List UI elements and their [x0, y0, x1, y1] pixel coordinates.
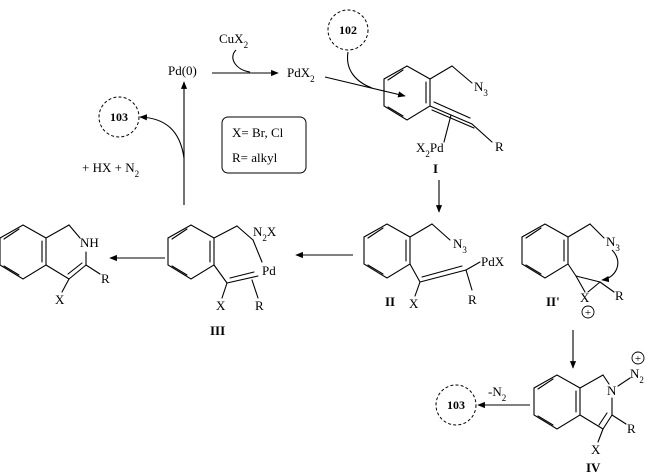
svg-text:X: X: [216, 298, 226, 313]
svg-text:X: X: [591, 442, 601, 457]
svg-text:N2: N2: [630, 366, 644, 385]
arrow-102-in: [346, 51, 373, 89]
arrow-cux2-in: [232, 49, 251, 73]
svg-text:103: 103: [110, 110, 128, 124]
pd0-label: Pd(0): [168, 63, 197, 78]
intermediate-III: N2X Pd X R III: [167, 224, 277, 338]
ref-103-bottom-circle: 103: [435, 384, 477, 426]
pdx2-label: PdX2: [287, 65, 315, 84]
intermediate-II: N3 PdX X R II: [363, 223, 505, 311]
svg-text:Pd(0): Pd(0): [168, 63, 197, 78]
product-isoquinoline: NH X R: [0, 224, 110, 307]
svg-text:+ HX + N2: + HX + N2: [82, 160, 139, 179]
ref-102-circle: 102: [327, 9, 369, 51]
svg-text:+: +: [585, 307, 591, 319]
svg-text:X2Pd: X2Pd: [416, 140, 444, 159]
svg-text:R: R: [615, 288, 624, 303]
svg-text:NH: NH: [80, 235, 99, 250]
svg-text:I: I: [433, 161, 438, 176]
svg-text:Pd: Pd: [262, 263, 276, 278]
legend-x: X= Br, Cl: [232, 125, 284, 140]
svg-text:CuX2: CuX2: [219, 31, 248, 50]
svg-text:III: III: [210, 323, 225, 338]
intermediate-I: N3 R X2Pd I: [383, 65, 504, 176]
svg-text:103: 103: [447, 398, 465, 412]
svg-text:N2X: N2X: [253, 224, 277, 243]
svg-text:N: N: [607, 383, 617, 398]
svg-text:II: II: [385, 294, 395, 309]
svg-text:R: R: [495, 139, 504, 154]
arrow-pdx2-to-I: [324, 76, 406, 98]
svg-text:+: +: [635, 353, 641, 365]
svg-text:R: R: [255, 298, 264, 313]
legend-r: R= alkyl: [232, 150, 278, 165]
svg-text:R: R: [101, 271, 110, 286]
arrow-to-103-top: [139, 114, 185, 159]
svg-text:R: R: [627, 421, 636, 436]
cux2-reagent: CuX2: [219, 31, 248, 50]
intermediate-IIp: N3 X R + II': [521, 223, 624, 319]
intermediate-IV: N N2 + X R IV: [533, 351, 645, 475]
svg-text:N3: N3: [453, 236, 467, 255]
svg-text:R: R: [468, 292, 477, 307]
svg-text:X: X: [55, 292, 65, 307]
svg-text:-N2: -N2: [488, 384, 506, 403]
svg-text:102: 102: [339, 23, 357, 37]
byproducts-label: + HX + N2: [82, 160, 139, 179]
svg-text:II': II': [546, 294, 560, 309]
substituent-legend: X= Br, Cl R= alkyl: [221, 116, 307, 174]
svg-text:X: X: [409, 296, 419, 311]
minus-n2-label: -N2: [488, 384, 506, 403]
svg-text:IV: IV: [586, 460, 601, 475]
cycle-arrows: [109, 49, 577, 409]
svg-text:N3: N3: [606, 234, 620, 253]
svg-text:PdX: PdX: [481, 254, 505, 269]
ref-103-top-circle: 103: [98, 96, 140, 138]
svg-text:X: X: [580, 290, 590, 305]
svg-text:PdX2: PdX2: [287, 65, 315, 84]
svg-text:N3: N3: [474, 79, 488, 98]
